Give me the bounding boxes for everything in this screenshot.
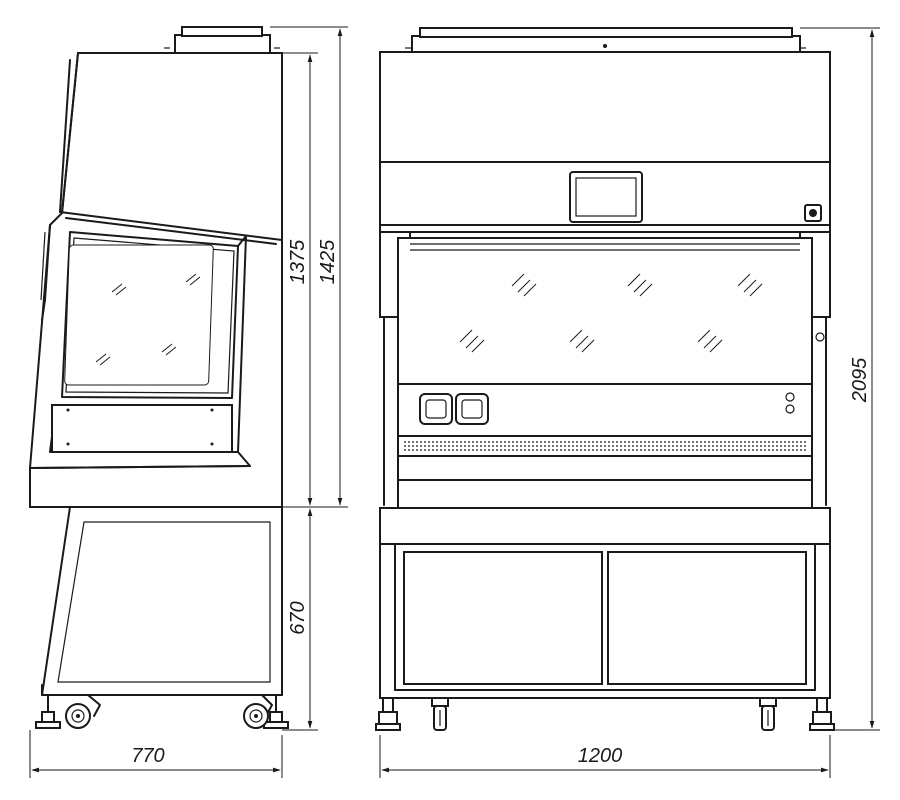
- front-base-panel: [397, 479, 813, 509]
- side-sash-frame: [61, 231, 239, 399]
- side-stand: [41, 506, 283, 696]
- dimension-lines: 1375 1425 670 770 1200 2095: [29, 26, 880, 778]
- front-stand: [379, 507, 831, 545]
- front-caster-right: [759, 697, 777, 731]
- dim-770-label: 770: [131, 745, 164, 767]
- front-exhaust-collar: [411, 35, 801, 53]
- dim-1375-label: 1375: [287, 239, 309, 284]
- stand-cabinet-left[interactable]: [403, 551, 603, 685]
- front-foot-left: [375, 697, 401, 731]
- dim-1425-label: 1425: [317, 239, 339, 284]
- front-caster-left: [431, 697, 449, 731]
- side-exhaust-collar: [174, 34, 271, 54]
- front-view: [375, 27, 835, 731]
- front-sash-glass: [397, 237, 813, 385]
- dim-2095-label: 2095: [849, 357, 871, 403]
- side-view: [29, 26, 289, 729]
- dim-670-label: 670: [287, 601, 309, 634]
- socket-left[interactable]: [419, 393, 453, 425]
- gas-valve-bottom[interactable]: [785, 404, 795, 414]
- side-front-panel: [51, 404, 233, 453]
- side-caster-right: [243, 694, 289, 729]
- socket-right[interactable]: [455, 393, 489, 425]
- side-sash-glass: [64, 244, 214, 386]
- control-display-screen: [575, 177, 637, 217]
- front-foot-right: [809, 697, 835, 731]
- stand-cabinet-right[interactable]: [607, 551, 807, 685]
- dim-1200-label: 1200: [578, 745, 623, 767]
- gas-valve-top[interactable]: [785, 392, 795, 402]
- side-caster-left: [35, 694, 101, 729]
- control-display-frame[interactable]: [569, 171, 643, 223]
